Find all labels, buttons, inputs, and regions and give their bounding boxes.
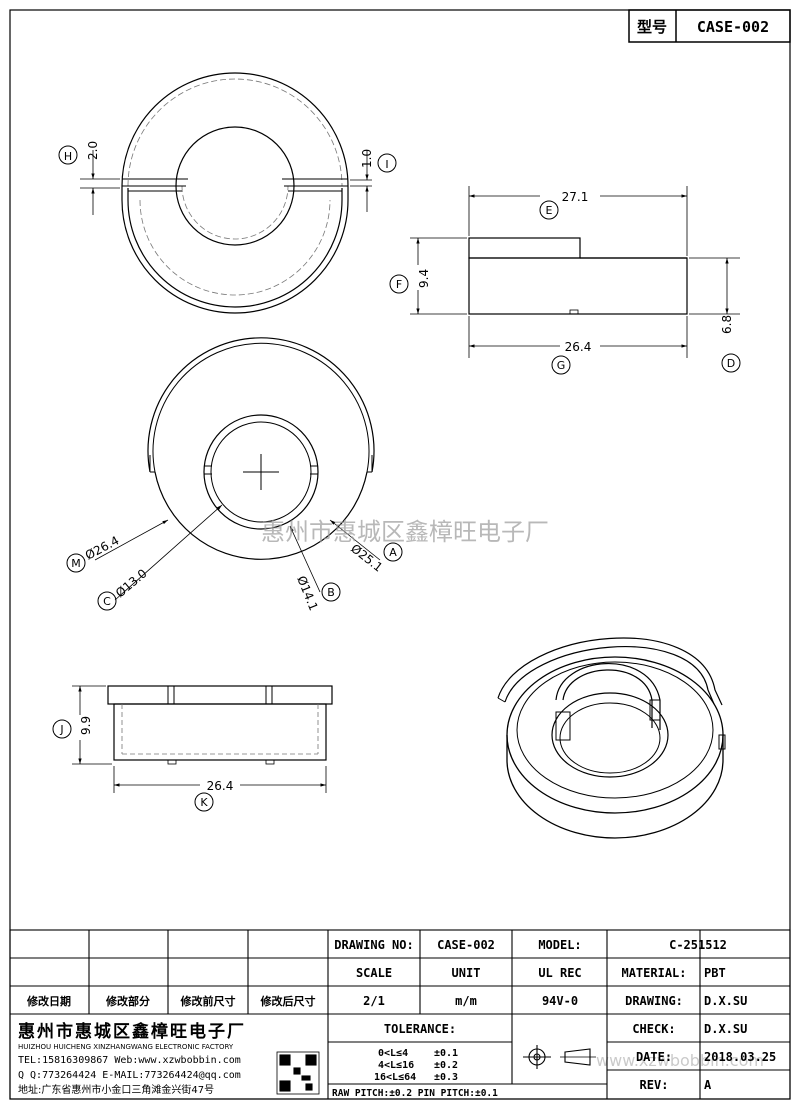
tolerance-label: TOLERANCE: (384, 1022, 456, 1036)
company-qq: Q Q:773264424 E-MAIL:773264424@qq.com (18, 1070, 241, 1081)
bottom-view (66, 337, 403, 611)
callout-f: F (396, 278, 402, 291)
dim-j-value: 9.9 (79, 716, 93, 735)
dim-k-value: 26.4 (207, 779, 234, 793)
tol-range-1: 4<L≤16 (378, 1060, 414, 1071)
ul-rec-value: 94V-0 (542, 994, 578, 1008)
sheet-border (9, 9, 791, 1100)
callout-k: K (200, 796, 208, 809)
drawing-by-label: DRAWING: (625, 994, 683, 1008)
model-tag-label: 型号 (637, 18, 667, 36)
rev-label: REV: (640, 1078, 669, 1092)
company-address: 地址:广东省惠州市小金口三角滩金兴街47号 (18, 1083, 214, 1096)
dim-f-value: 9.4 (417, 269, 431, 288)
model-tag-value: CASE-002 (697, 18, 769, 36)
dim-a-value: Ø25.1 (348, 541, 385, 574)
tol-value-1: ±0.2 (434, 1060, 458, 1071)
tol-value-0: ±0.1 (434, 1048, 458, 1059)
rev-header-part: 修改部分 (105, 994, 150, 1008)
date-value: 2018.03.25 (704, 1050, 776, 1064)
callout-h: H (64, 150, 72, 163)
dim-i-value: 1.0 (360, 149, 374, 168)
scale-value: 2/1 (363, 994, 385, 1008)
callout-c: C (103, 595, 111, 608)
company-tel: TEL:15816309867 Web:www.xzwbobbin.com (18, 1055, 241, 1066)
model-value: C-251512 (669, 938, 727, 952)
tol-range-0: 0<L≤4 (378, 1048, 408, 1059)
unit-label: UNIT (452, 966, 481, 980)
model-tag: 型号 CASE-002 (628, 9, 791, 43)
company-name-cn: 惠州市惠城区鑫樟旺电子厂 (18, 1021, 246, 1042)
check-label: CHECK: (632, 1022, 675, 1036)
dim-b-value: Ø14.1 (294, 574, 321, 613)
check-value: D.X.SU (704, 1022, 747, 1036)
dim-h-value: 2.0 (86, 141, 100, 160)
callout-g: G (557, 359, 566, 372)
tol-value-2: ±0.3 (434, 1072, 458, 1083)
company-name-en: HUIZHOU HUICHENG XINZHANGWANG ELECTRONIC… (18, 1043, 234, 1051)
drawing-no-value: CASE-002 (437, 938, 495, 952)
callout-i: I (385, 158, 388, 171)
dim-c-value: Ø13.0 (113, 566, 150, 600)
dim-e-value: 27.1 (562, 190, 589, 204)
material-label: MATERIAL: (621, 966, 686, 980)
scale-label: SCALE (356, 966, 392, 980)
unit-value: m/m (455, 994, 477, 1008)
dim-g-value: 26.4 (565, 340, 592, 354)
watermark-cn: 惠州市惠城区鑫樟旺电子厂 (261, 518, 549, 546)
watermark-url: www.xzwbobbin.com (596, 1051, 764, 1070)
callout-m: M (71, 557, 81, 570)
dim-m-value: Ø26.4 (83, 533, 122, 562)
rev-header-date: 修改日期 (26, 994, 71, 1008)
front-view (52, 685, 333, 812)
rev-header-after: 修改后尺寸 (260, 994, 316, 1008)
dim-d-value: 6.8 (720, 315, 734, 334)
material-value: PBT (704, 966, 726, 980)
callout-a: A (389, 546, 397, 559)
callout-d: D (727, 357, 735, 370)
side-view-right (389, 186, 741, 375)
top-view (58, 72, 397, 314)
pitch-text: RAW PITCH:±0.2 PIN PITCH:±0.1 (332, 1088, 498, 1099)
tol-range-2: 16<L≤64 (374, 1072, 416, 1083)
ul-rec-label: UL REC (538, 966, 581, 980)
title-block (9, 929, 791, 1100)
isometric-view (497, 637, 726, 839)
drawing-no-label: DRAWING NO: (334, 938, 413, 952)
callout-b: B (327, 586, 335, 599)
rev-header-before: 修改前尺寸 (180, 994, 236, 1008)
date-label: DATE: (636, 1050, 672, 1064)
callout-j: J (59, 723, 63, 736)
rev-value: A (704, 1078, 712, 1092)
drawing-by-value: D.X.SU (704, 994, 747, 1008)
callout-e: E (546, 204, 553, 217)
model-label: MODEL: (538, 938, 581, 952)
